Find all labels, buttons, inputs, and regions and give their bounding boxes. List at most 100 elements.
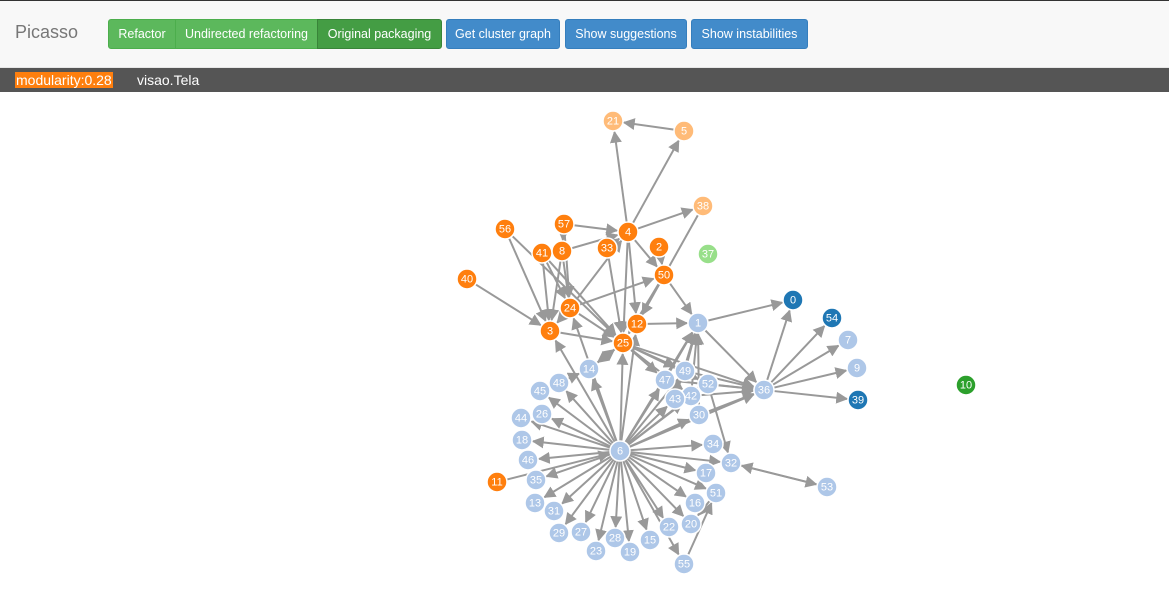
graph-node-1[interactable]: 1 — [687, 312, 709, 334]
node-circle[interactable] — [559, 297, 581, 319]
graph-node-53[interactable]: 53 — [816, 476, 838, 498]
node-circle[interactable] — [539, 320, 561, 342]
graph-node-39[interactable]: 39 — [847, 389, 869, 411]
node-circle[interactable] — [648, 236, 670, 258]
graph-node-13[interactable]: 13 — [524, 492, 546, 514]
graph-node-48[interactable]: 48 — [548, 372, 570, 394]
node-circle[interactable] — [524, 492, 546, 514]
graph-node-4[interactable]: 4 — [617, 221, 639, 243]
graph-node-44[interactable]: 44 — [510, 407, 532, 429]
graph-node-10[interactable]: 10 — [955, 374, 977, 396]
node-circle[interactable] — [604, 527, 626, 549]
node-circle[interactable] — [673, 553, 695, 575]
node-circle[interactable] — [525, 469, 547, 491]
graph-node-9[interactable]: 9 — [846, 357, 868, 379]
node-circle[interactable] — [553, 213, 575, 235]
graph-node-36[interactable]: 36 — [753, 379, 775, 401]
node-circle[interactable] — [688, 404, 710, 426]
graph-node-57[interactable]: 57 — [553, 213, 575, 235]
node-circle[interactable] — [705, 482, 727, 504]
node-circle[interactable] — [692, 195, 714, 217]
show-suggestions-button[interactable]: Show suggestions — [565, 19, 687, 49]
graph-node-52[interactable]: 52 — [697, 373, 719, 395]
node-circle[interactable] — [847, 389, 869, 411]
node-circle[interactable] — [456, 268, 478, 290]
get-cluster-graph-button[interactable]: Get cluster graph — [446, 19, 560, 49]
graph-node-17[interactable]: 17 — [695, 462, 717, 484]
node-circle[interactable] — [695, 462, 717, 484]
node-circle[interactable] — [609, 440, 631, 462]
node-circle[interactable] — [596, 237, 618, 259]
graph-node-32[interactable]: 32 — [720, 452, 742, 474]
show-instabilities-button[interactable]: Show instabilities — [691, 19, 808, 49]
node-circle[interactable] — [543, 500, 565, 522]
node-circle[interactable] — [697, 373, 719, 395]
node-circle[interactable] — [494, 218, 516, 240]
node-circle[interactable] — [816, 476, 838, 498]
node-circle[interactable] — [585, 540, 607, 562]
graph-node-29[interactable]: 29 — [548, 522, 570, 544]
graph-node-38[interactable]: 38 — [692, 195, 714, 217]
graph-node-7[interactable]: 7 — [837, 329, 859, 351]
graph-node-2[interactable]: 2 — [648, 236, 670, 258]
node-circle[interactable] — [529, 380, 551, 402]
graph-node-23[interactable]: 23 — [585, 540, 607, 562]
node-circle[interactable] — [664, 388, 686, 410]
graph-node-18[interactable]: 18 — [511, 429, 533, 451]
graph-node-27[interactable]: 27 — [570, 521, 592, 543]
refactor-button[interactable]: Refactor — [108, 19, 176, 49]
node-circle[interactable] — [486, 471, 508, 493]
node-circle[interactable] — [846, 357, 868, 379]
app-brand[interactable]: Picasso — [15, 22, 79, 42]
graph-node-24[interactable]: 24 — [559, 297, 581, 319]
graph-node-40[interactable]: 40 — [456, 268, 478, 290]
graph-node-8[interactable]: 8 — [551, 240, 573, 262]
node-circle[interactable] — [617, 221, 639, 243]
graph-node-26[interactable]: 26 — [531, 403, 553, 425]
node-circle[interactable] — [687, 312, 709, 334]
graph-node-12[interactable]: 12 — [626, 313, 648, 335]
graph-node-45[interactable]: 45 — [529, 380, 551, 402]
graph-node-16[interactable]: 16 — [684, 492, 706, 514]
node-circle[interactable] — [654, 369, 676, 391]
node-circle[interactable] — [517, 449, 539, 471]
graph-node-28[interactable]: 28 — [604, 527, 626, 549]
node-circle[interactable] — [612, 332, 634, 354]
graph-node-49[interactable]: 49 — [674, 360, 696, 382]
node-circle[interactable] — [626, 313, 648, 335]
node-circle[interactable] — [531, 403, 553, 425]
node-circle[interactable] — [680, 513, 702, 535]
graph-node-11[interactable]: 11 — [486, 471, 508, 493]
node-circle[interactable] — [548, 522, 570, 544]
graph-node-6[interactable]: 6 — [609, 440, 631, 462]
graph-node-30[interactable]: 30 — [688, 404, 710, 426]
node-circle[interactable] — [955, 374, 977, 396]
graph-node-51[interactable]: 51 — [705, 482, 727, 504]
graph-node-56[interactable]: 56 — [494, 218, 516, 240]
graph-node-15[interactable]: 15 — [639, 529, 661, 551]
graph-node-41[interactable]: 41 — [531, 242, 553, 264]
graph-node-34[interactable]: 34 — [702, 433, 724, 455]
node-circle[interactable] — [720, 452, 742, 474]
graph-node-25[interactable]: 25 — [612, 332, 634, 354]
node-circle[interactable] — [510, 407, 532, 429]
node-circle[interactable] — [511, 429, 533, 451]
node-circle[interactable] — [653, 264, 675, 286]
graph-node-35[interactable]: 35 — [525, 469, 547, 491]
node-circle[interactable] — [702, 433, 724, 455]
graph-node-50[interactable]: 50 — [653, 264, 675, 286]
graph-node-14[interactable]: 14 — [578, 358, 600, 380]
graph-node-43[interactable]: 43 — [664, 388, 686, 410]
graph-node-31[interactable]: 31 — [543, 500, 565, 522]
node-circle[interactable] — [697, 243, 719, 265]
graph-node-0[interactable]: 0 — [782, 289, 804, 311]
node-circle[interactable] — [782, 289, 804, 311]
node-circle[interactable] — [674, 360, 696, 382]
graph-node-46[interactable]: 46 — [517, 449, 539, 471]
undirected-refactoring-button[interactable]: Undirected refactoring — [175, 19, 318, 49]
graph-node-5[interactable]: 5 — [673, 120, 695, 142]
node-circle[interactable] — [684, 492, 706, 514]
graph-node-3[interactable]: 3 — [539, 320, 561, 342]
node-circle[interactable] — [837, 329, 859, 351]
node-circle[interactable] — [753, 379, 775, 401]
